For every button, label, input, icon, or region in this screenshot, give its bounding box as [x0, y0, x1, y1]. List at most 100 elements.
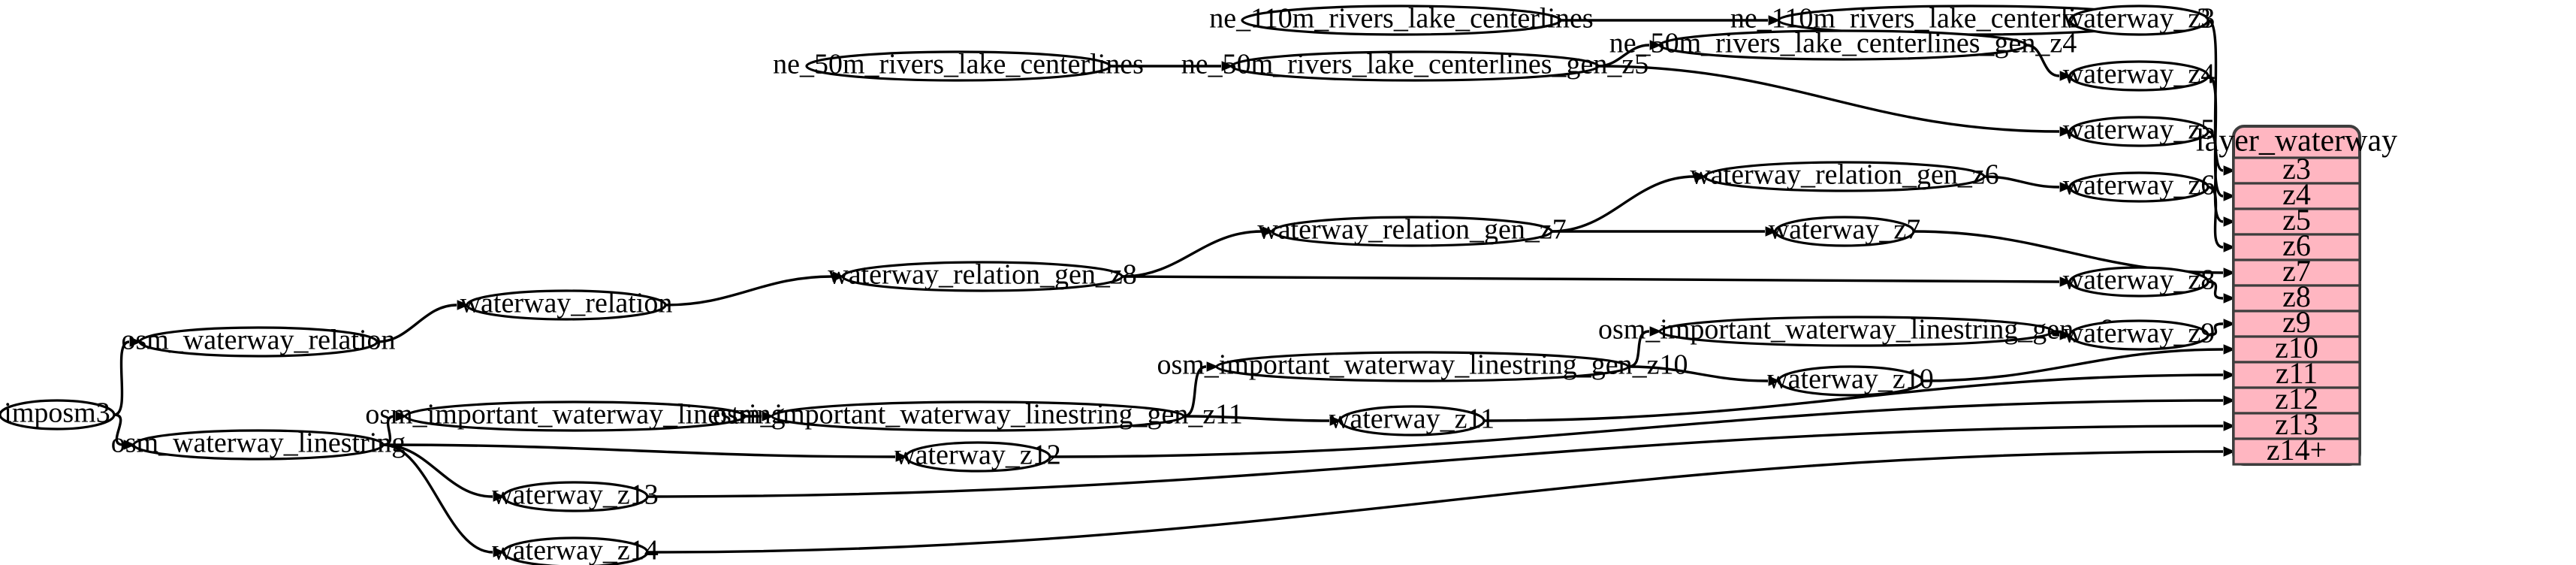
layer-waterway-row-z6[interactable]	[2232, 233, 2361, 261]
node-waterway_z12[interactable]: waterway_z12	[894, 440, 1061, 473]
node-shape-waterway_z14	[502, 536, 649, 565]
node-waterway_z13[interactable]: waterway_z13	[492, 479, 659, 512]
node-waterway_z11[interactable]: waterway_z11	[1329, 403, 1495, 437]
edge-waterway_relation_gen_z6-to-waterway_z6	[1983, 175, 2060, 189]
layer-waterway-row-z11[interactable]	[2232, 361, 2361, 389]
edge-osm_waterway_linestring-to-waterway_z12	[382, 443, 896, 458]
node-ne_110m_rivers_lake_centerlines[interactable]: ne_110m_rivers_lake_centerlines	[1209, 3, 1594, 36]
layer-waterway-row-z13[interactable]	[2232, 412, 2361, 440]
node-shape-waterway_z4	[2068, 60, 2210, 92]
edge-imposm3-to-osm_waterway_linestring	[113, 413, 124, 446]
edge-arrowhead	[493, 491, 505, 502]
layer-waterway-row-z12[interactable]	[2232, 386, 2361, 415]
edge-osm_important_waterway_linestring_gen_z11-to-waterway_z11	[1183, 415, 1330, 422]
edge-arrowhead	[2223, 421, 2236, 431]
node-ne_50m_rivers_lake_centerlines[interactable]: ne_50m_rivers_lake_centerlines	[773, 49, 1144, 82]
node-shape-waterway_z7	[1774, 216, 1915, 247]
edge-arrowhead	[2223, 344, 2236, 355]
edge-arrowhead	[2223, 267, 2236, 278]
edge-arrowhead	[2223, 191, 2236, 201]
edge-arrowhead	[1768, 15, 1781, 26]
edge-osm_important_waterway_linestring_gen_z10-to-osm_important_waterway_linestring_gen_z9	[1627, 330, 1650, 368]
node-osm_important_waterway_linestring_gen_z11[interactable]: osm_important_waterway_linestring_gen_z1…	[713, 399, 1243, 432]
layer-waterway-row-z10[interactable]	[2232, 335, 2361, 364]
edge-arrowhead	[1329, 415, 1342, 426]
edge-arrowhead	[2059, 276, 2072, 287]
node-shape-waterway_relation_gen_z8	[841, 261, 1124, 292]
edge-arrowhead	[2223, 319, 2236, 329]
edge-arrowhead	[129, 337, 142, 347]
layer-waterway-row-z7[interactable]	[2232, 258, 2361, 287]
edge-arrowhead	[493, 547, 505, 557]
edge-osm_important_waterway_linestring_gen_z10-to-waterway_z10	[1627, 365, 1769, 382]
layer-waterway-row-z3[interactable]	[2232, 156, 2361, 185]
edge-ne_50m_rivers_lake_centerlines_gen_z5-to-ne_50m_rivers_lake_centerlines_gen_z4	[1597, 44, 1650, 68]
edge-waterway_z11-to-layer_waterway.z11	[1483, 373, 2224, 422]
edge-arrowhead	[457, 300, 469, 310]
node-shape-waterway_relation	[466, 289, 667, 321]
node-imposm3[interactable]: imposm3	[0, 397, 116, 431]
node-osm_waterway_linestring[interactable]: osm_waterway_linestring	[111, 428, 406, 461]
edge-arrowhead	[2223, 216, 2236, 227]
layer-waterway-row-z8[interactable]	[2232, 284, 2361, 313]
node-osm_important_waterway_linestring[interactable]: osm_important_waterway_linestring	[365, 399, 786, 432]
edge-arrowhead	[1694, 171, 1707, 182]
edge-osm_waterway_linestring-to-osm_important_waterway_linestring	[382, 415, 396, 446]
node-waterway_z7[interactable]: waterway_z7	[1769, 214, 1921, 247]
node-osm_waterway_relation[interactable]: osm_waterway_relation	[121, 325, 396, 358]
node-layer: imposm3 osm_waterway_relation osm_waterway…	[0, 3, 2215, 565]
node-waterway_z3[interactable]: waterway_z3	[2063, 3, 2216, 36]
node-waterway_z8[interactable]: waterway_z8	[2063, 264, 2216, 298]
node-waterway_z9[interactable]: waterway_z9	[2063, 318, 2216, 351]
edge-waterway_z6-to-layer_waterway.z6	[2207, 186, 2224, 249]
layer-waterway-row-z4[interactable]	[2232, 182, 2361, 210]
edge-arrowhead	[2223, 370, 2236, 380]
node-waterway_z6[interactable]: waterway_z6	[2063, 170, 2216, 203]
node-shape-waterway_z9	[2068, 319, 2210, 351]
layer-waterway-row-z5[interactable]	[2232, 207, 2361, 236]
node-waterway_relation_gen_z8[interactable]: waterway_relation_gen_z8	[828, 259, 1137, 292]
node-shape-waterway_z13	[502, 481, 649, 512]
edge-arrowhead	[2059, 182, 2072, 192]
node-shape-waterway_z10	[1777, 365, 1924, 397]
node-osm_important_waterway_linestring_gen_z9[interactable]: osm_important_waterway_linestring_gen_z9	[1598, 314, 2115, 347]
edge-waterway_z14-to-layer_waterway.z14+	[647, 450, 2224, 554]
edge-arrowhead	[2223, 293, 2236, 304]
edge-waterway_relation_gen_z7-to-waterway_relation_gen_z6	[1551, 175, 1695, 233]
node-waterway_z14[interactable]: waterway_z14	[492, 535, 659, 565]
node-shape-waterway_z5	[2068, 116, 2210, 147]
node-shape-waterway_z12	[904, 441, 1051, 473]
layer-waterway-row-z14+[interactable]	[2232, 437, 2361, 466]
node-shape-ne_110m_rivers_lake_centerlines	[1241, 5, 1562, 36]
edge-arrowhead	[1649, 40, 1662, 50]
node-waterway_z10[interactable]: waterway_z10	[1767, 364, 1934, 397]
edge-waterway_z13-to-layer_waterway.z13	[647, 425, 2224, 498]
node-shape-osm_important_waterway_linestring_gen_z10	[1215, 351, 1630, 382]
node-waterway_relation_gen_z7[interactable]: waterway_relation_gen_z7	[1257, 214, 1567, 247]
node-waterway_z5[interactable]: waterway_z5	[2063, 114, 2216, 147]
node-waterway_relation_gen_z6[interactable]: waterway_relation_gen_z6	[1690, 159, 1999, 192]
edge-osm_important_waterway_linestring_gen_z9-to-waterway_z9	[2052, 330, 2061, 337]
edge-waterway_relation_gen_z8-to-waterway_z8	[1121, 275, 2060, 283]
node-shape-ne_50m_rivers_lake_centerlines_gen_z4	[1658, 29, 2028, 61]
edge-arrowhead	[1649, 326, 1662, 337]
node-shape-waterway_z11	[1338, 405, 1486, 437]
node-shape-ne_50m_rivers_lake_centerlines	[805, 50, 1112, 82]
node-shape-waterway_z6	[2068, 171, 2210, 203]
layer-waterway-row-z9[interactable]	[2232, 310, 2361, 338]
edge-arrowhead	[395, 411, 408, 421]
node-waterway_z4[interactable]: waterway_z4	[2063, 59, 2216, 92]
node-osm_important_waterway_linestring_gen_z10[interactable]: osm_important_waterway_linestring_gen_z1…	[1157, 349, 1688, 382]
edge-arrowhead	[1768, 376, 1781, 386]
edge-waterway_z12-to-layer_waterway.z12	[1049, 399, 2224, 458]
node-shape-osm_waterway_linestring	[132, 429, 385, 461]
edge-arrowhead	[2223, 242, 2236, 252]
node-shape-osm_important_waterway_linestring_gen_z11	[771, 400, 1185, 432]
edge-arrowhead	[2223, 395, 2236, 406]
edge-osm_important_waterway_linestring_gen_z11-to-osm_important_waterway_linestring_gen_z10	[1183, 365, 1207, 418]
node-ne_50m_rivers_lake_centerlines_gen_z5[interactable]: ne_50m_rivers_lake_centerlines_gen_z5	[1181, 49, 1649, 82]
edge-waterway_z4-to-layer_waterway.z4	[2207, 74, 2224, 198]
node-waterway_relation[interactable]: waterway_relation	[460, 288, 673, 321]
